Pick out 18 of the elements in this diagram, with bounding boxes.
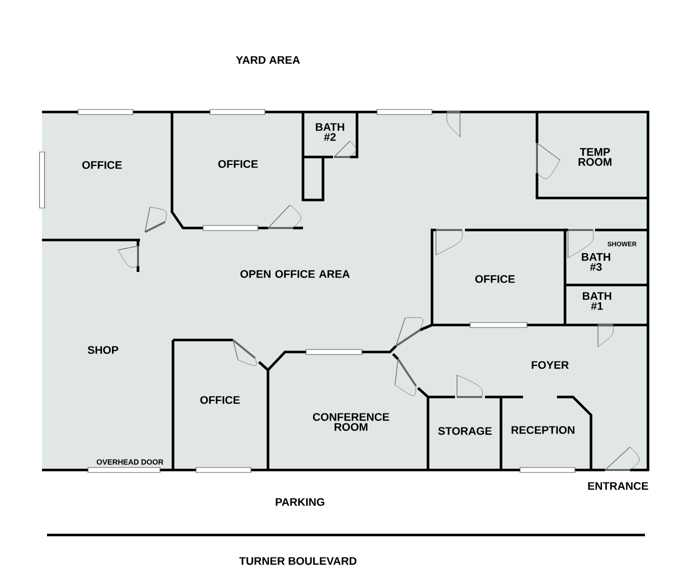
area-label: ENTRANCE (588, 482, 648, 490)
room-label: TEMP ROOM (578, 148, 612, 166)
room-label: STORAGE (438, 427, 492, 435)
room-label: FOYER (532, 361, 569, 369)
area-label: TURNER BOULEVARD (239, 557, 356, 565)
area-label: YARD AREA (236, 56, 300, 64)
room-label: CONFERENCE ROOM (312, 413, 390, 431)
room-label: BATH #1 (582, 292, 612, 310)
room-label: SHOP (88, 346, 118, 354)
room-label: OFFICE (82, 161, 122, 169)
room-label: OPEN OFFICE AREA (240, 270, 350, 278)
room-label: RECEPTION (512, 426, 574, 434)
room-label: BATH #3 (582, 253, 610, 271)
room-label: BATH #2 (316, 123, 344, 141)
room-label: OFFICE (475, 275, 515, 283)
room-label: OFFICE (218, 160, 258, 168)
area-label: PARKING (276, 498, 324, 506)
room-label: OFFICE (200, 396, 240, 404)
